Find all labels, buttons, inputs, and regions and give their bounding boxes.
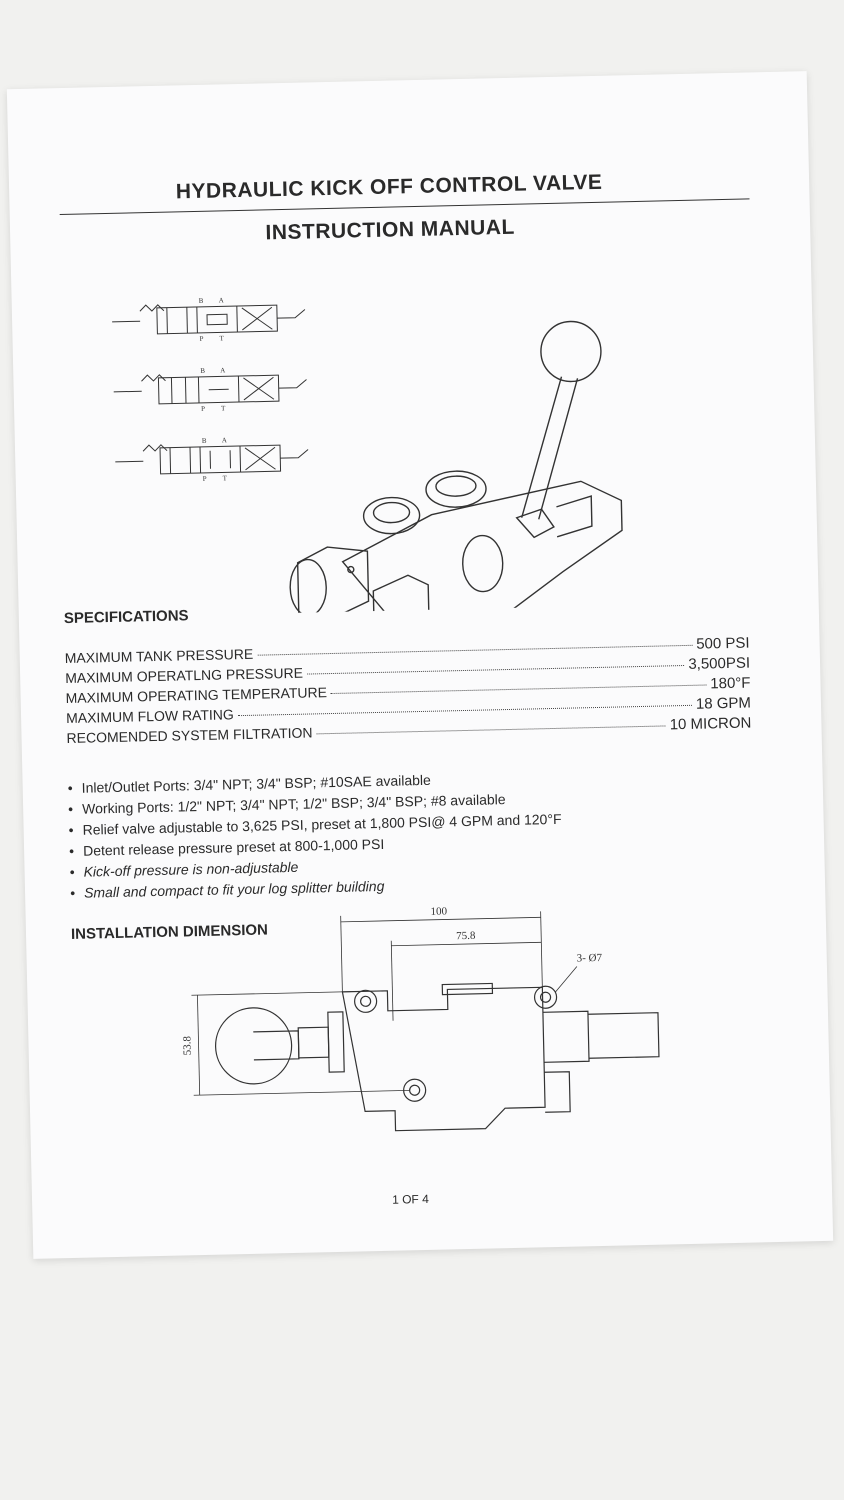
installation-dimension-drawing: 100 75.8 3- Ø7 53.8 xyxy=(181,905,660,1132)
port-t-label-3: T xyxy=(223,474,228,482)
port-b-label-2: B xyxy=(200,367,205,375)
leader-dots xyxy=(330,684,707,695)
spec-value: 500 PSI xyxy=(696,634,750,653)
port-p-label-3: P xyxy=(203,475,207,483)
manual-page: HYDRAULIC KICK OFF CONTROL VALVE INSTRUC… xyxy=(6,71,834,1259)
port-a-label-3: A xyxy=(222,436,227,444)
port-p-label-2: P xyxy=(201,405,205,413)
port-b-label-3: B xyxy=(202,437,207,445)
dimension-height: 53.8 xyxy=(181,1035,193,1055)
dimension-hole-spacing: 75.8 xyxy=(456,930,476,942)
port-t-label-1: T xyxy=(219,334,224,342)
port-t-label-2: T xyxy=(221,404,226,412)
valve-schematic-3 xyxy=(115,444,309,475)
leader-dots xyxy=(316,725,666,735)
spec-value: 3,500PSI xyxy=(688,654,751,673)
leader-dots xyxy=(257,644,693,656)
valve-illustration: B A P T B A P T B A P T xyxy=(112,296,623,618)
dimension-holes: 3- Ø7 xyxy=(577,952,603,965)
feature-list: Inlet/Outlet Ports: 3/4" NPT; 3/4" BSP; … xyxy=(67,764,710,904)
valve-body-drawing xyxy=(289,320,623,618)
port-b-label-1: B xyxy=(199,297,204,305)
spec-label: RECOMENDED SYSTEM FILTRATION xyxy=(66,724,313,747)
dimension-width: 100 xyxy=(430,905,447,917)
valve-schematic-1 xyxy=(112,304,306,335)
port-a-label-1: A xyxy=(219,296,224,304)
spec-value: 10 MICRON xyxy=(669,714,752,734)
valve-schematic-2 xyxy=(113,374,307,405)
document-subtitle: INSTRUCTION MANUAL xyxy=(265,215,516,245)
port-a-label-2: A xyxy=(220,366,225,374)
specifications-table: MAXIMUM TANK PRESSURE 500 PSI MAXIMUM OP… xyxy=(65,633,752,749)
spec-value: 18 GPM xyxy=(695,694,752,713)
port-p-label-1: P xyxy=(199,335,203,343)
document-title: HYDRAULIC KICK OFF CONTROL VALVE xyxy=(175,170,603,204)
specifications-heading: SPECIFICATIONS xyxy=(63,607,189,628)
page-number: 1 OF 4 xyxy=(391,1191,429,1207)
leader-dots xyxy=(306,665,685,675)
spec-value: 180°F xyxy=(710,674,751,693)
